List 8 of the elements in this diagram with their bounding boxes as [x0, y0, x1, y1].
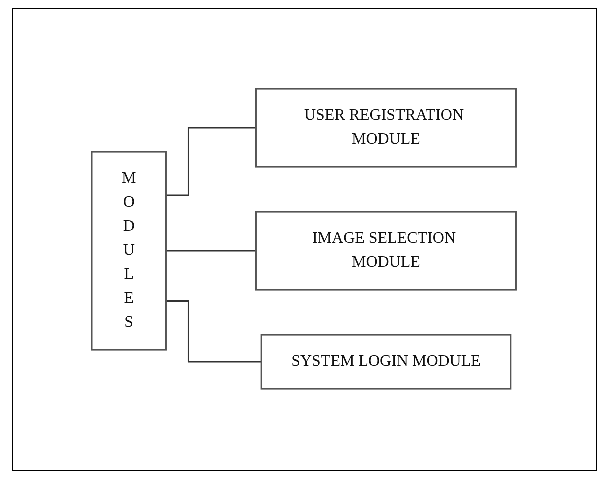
connector: [166, 250, 257, 252]
connector: [166, 128, 257, 197]
node-box: [256, 212, 518, 292]
connector: [166, 300, 262, 364]
node-box: [256, 88, 518, 168]
node-box: [92, 152, 168, 352]
node-box: [261, 334, 512, 390]
frame-border: MODULES USER REGISTRATION MODULE IMAGE SELECTION MODULE SYSTEM LOGIN MODULE: [12, 8, 597, 471]
